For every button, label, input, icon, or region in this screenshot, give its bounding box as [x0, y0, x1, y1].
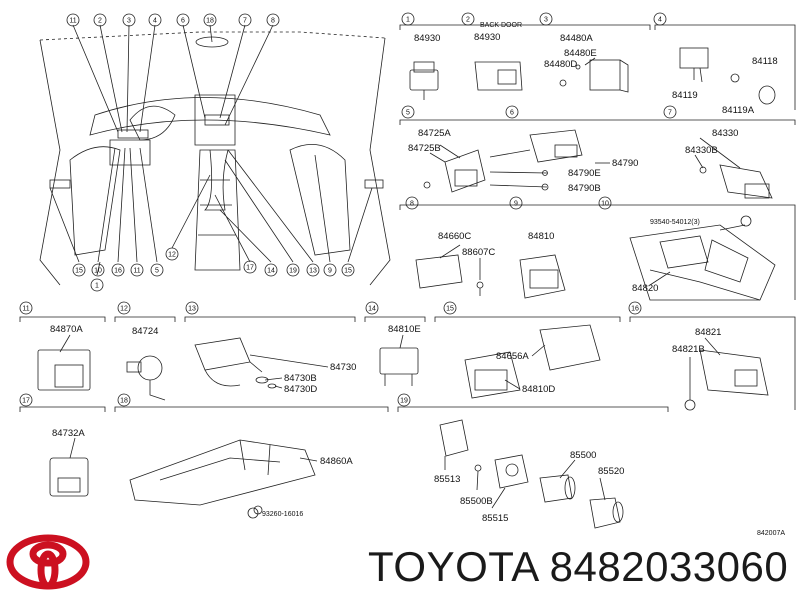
svg-text:11: 11: [69, 18, 76, 25]
svg-text:16: 16: [631, 306, 639, 313]
ref-code: 842007A: [757, 530, 785, 537]
svg-text:10: 10: [601, 201, 609, 208]
part-label: 84480E: [564, 48, 597, 59]
svg-text:4: 4: [153, 18, 157, 25]
svg-text:3: 3: [127, 18, 131, 25]
svg-text:12: 12: [120, 306, 128, 313]
part-label: 84821: [695, 327, 721, 338]
part-label: 84732A: [52, 428, 85, 439]
part-label: 84930: [474, 32, 500, 43]
part-label: 84730B: [284, 373, 317, 384]
part-label: 84480D: [544, 59, 577, 70]
part-label: 84330: [712, 128, 738, 139]
part-label: 84730: [330, 362, 356, 373]
svg-text:12: 12: [168, 252, 176, 259]
svg-text:8: 8: [271, 18, 275, 25]
part-label: 84870A: [50, 324, 83, 335]
section-numbers: 1 2 3 4 5 6 7 8 9 10 11 12 13 14 15 16 1…: [22, 17, 672, 405]
svg-text:2: 2: [98, 18, 102, 25]
part-label: 84860A: [320, 456, 353, 467]
part-label: 84930: [414, 33, 440, 44]
svg-text:6: 6: [181, 18, 185, 25]
part-label: 84119A: [722, 105, 755, 116]
part-label: 85500B: [460, 496, 493, 507]
part-number: 8482033060: [549, 543, 789, 590]
part-label: 88607C: [462, 247, 495, 258]
part-label: 84790B: [568, 183, 601, 194]
svg-text:14: 14: [368, 306, 376, 313]
part-label: 84810: [528, 231, 554, 242]
part-label: 84730D: [284, 384, 317, 395]
svg-text:15: 15: [75, 268, 83, 275]
part-label: 84810E: [388, 324, 421, 335]
svg-text:9: 9: [514, 201, 518, 208]
svg-text:17: 17: [22, 398, 30, 405]
part-label: 93540-54012(3): [650, 219, 700, 226]
svg-text:3: 3: [544, 17, 548, 24]
svg-text:18: 18: [120, 398, 128, 405]
part-labels: 84930 BACK DOOR 84930 84480A 84480E 8448…: [50, 22, 785, 537]
svg-text:10: 10: [94, 268, 102, 275]
brand-name: TOYOTA: [368, 543, 538, 590]
vehicle-interior-overview: [39, 24, 391, 286]
part-label: 84725A: [418, 128, 451, 139]
svg-text:8: 8: [410, 201, 414, 208]
svg-text:7: 7: [243, 18, 247, 25]
part-label: 84790: [612, 158, 638, 169]
svg-text:1: 1: [95, 283, 99, 290]
svg-text:19: 19: [289, 268, 297, 275]
part-label: 85513: [434, 474, 460, 485]
svg-text:15: 15: [446, 306, 454, 313]
svg-text:11: 11: [133, 268, 140, 275]
svg-text:6: 6: [510, 110, 514, 117]
part-label: 84790E: [568, 168, 601, 179]
part-label: 93260-16016: [262, 511, 303, 518]
section-number-circles: [19, 12, 752, 519]
svg-text:16: 16: [114, 268, 122, 275]
svg-text:11: 11: [22, 306, 29, 313]
part-label: 84810D: [522, 384, 555, 395]
svg-text:17: 17: [246, 265, 254, 272]
svg-text:5: 5: [155, 268, 159, 275]
part-label: 85520: [598, 466, 624, 477]
brand-caption: TOYOTA 8482033060: [368, 543, 788, 591]
part-label: 84724: [132, 326, 158, 337]
part-label: 84480A: [560, 33, 593, 44]
svg-text:7: 7: [668, 110, 672, 117]
part-label: 84821B: [672, 344, 705, 355]
svg-text:5: 5: [406, 110, 410, 117]
overview-callouts: [66, 13, 355, 292]
toyota-logo-icon: [6, 534, 90, 590]
part-sketches: [37, 47, 776, 529]
part-label: 84656A: [496, 351, 529, 362]
svg-text:13: 13: [188, 306, 196, 313]
svg-text:2: 2: [466, 17, 470, 24]
part-label: 84119: [672, 90, 698, 101]
part-label: 85515: [482, 513, 508, 524]
section-frames: [19, 24, 796, 412]
part-label: BACK DOOR: [480, 22, 522, 29]
part-label: 84820: [632, 283, 658, 294]
part-label: 84660C: [438, 231, 471, 242]
svg-text:1: 1: [406, 17, 410, 24]
svg-text:15: 15: [344, 268, 352, 275]
part-label: 85500: [570, 450, 596, 461]
logo-ellipses: [6, 534, 90, 590]
part-label: 84330B: [685, 145, 718, 156]
svg-text:13: 13: [309, 268, 317, 275]
svg-text:4: 4: [658, 17, 662, 24]
part-leaders: [59, 137, 746, 509]
part-label: 84118: [752, 56, 778, 67]
svg-text:19: 19: [400, 398, 408, 405]
part-label: 84725B: [408, 143, 441, 154]
svg-text:9: 9: [328, 268, 332, 275]
overview-callout-labels: 11 2 3 4 6 18 7 8 15 10 16 11 5 12 17 14…: [69, 18, 352, 290]
svg-text:14: 14: [267, 268, 275, 275]
svg-text:18: 18: [206, 18, 214, 25]
